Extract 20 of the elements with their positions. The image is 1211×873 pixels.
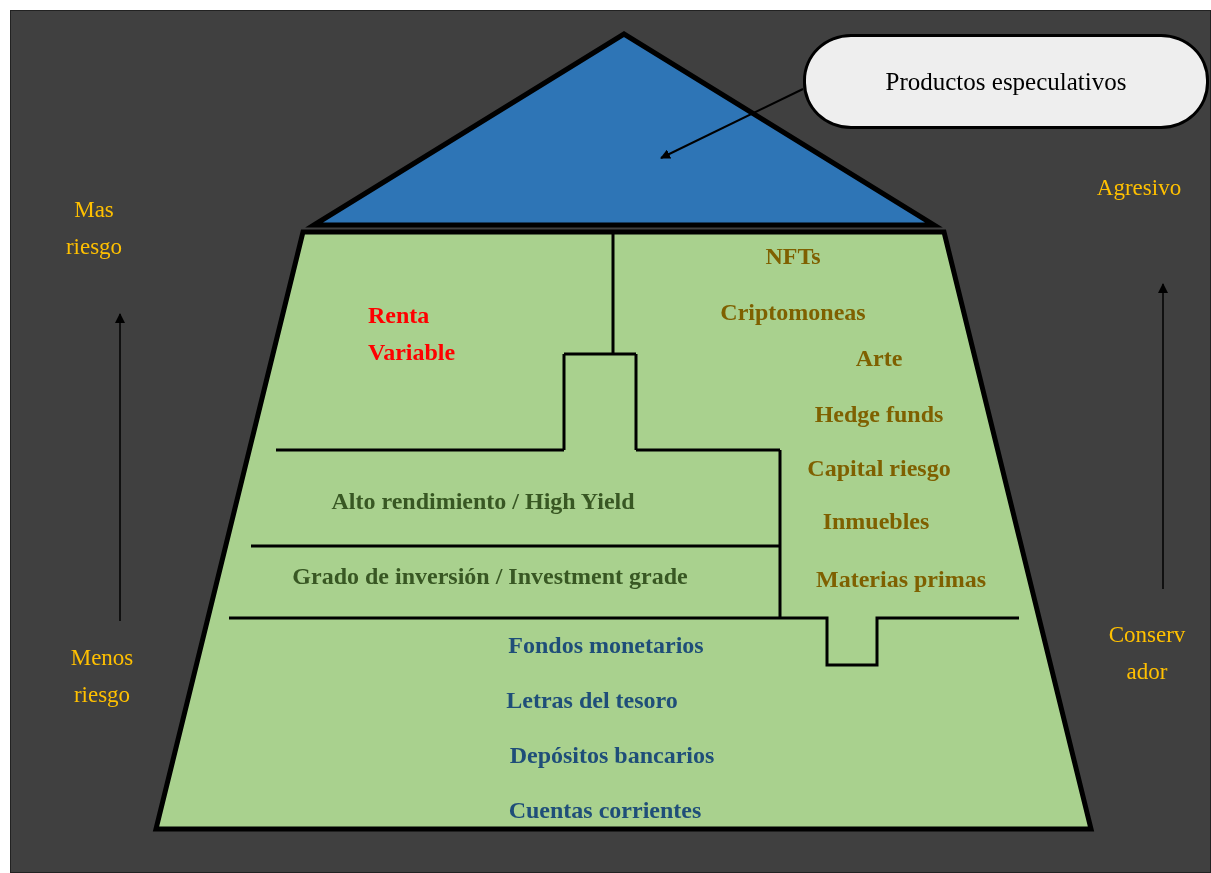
axis-label: Mas riesgo [64, 196, 124, 261]
section-label: Capital riesgo [807, 454, 951, 482]
section-label: Materias primas [816, 565, 986, 593]
section-label: Hedge funds [814, 400, 944, 428]
arrow [660, 88, 804, 159]
section-label: NFTs [765, 242, 821, 270]
section-label: Letras del tesoro [506, 686, 678, 714]
section-label: Grado de inversión / Investment grade [292, 562, 688, 590]
axis-label: Conservador [1107, 621, 1187, 686]
section-label: Depósitos bancarios [509, 741, 715, 769]
section-label: Inmuebles [822, 507, 930, 535]
callout-bubble: Productos especulativos [803, 34, 1209, 129]
section-label: Fondos monetarios [508, 631, 704, 659]
section-label: Criptomoneas [720, 298, 866, 326]
axis-label: Menos riesgo [69, 644, 135, 709]
section-label: Arte [855, 344, 903, 372]
section-label: Cuentas corrientes [508, 796, 702, 824]
section-label: Alto rendimiento / High Yield [331, 487, 635, 515]
section-label: Renta Variable [368, 301, 457, 367]
axis-label: Agresivo [1095, 174, 1183, 202]
